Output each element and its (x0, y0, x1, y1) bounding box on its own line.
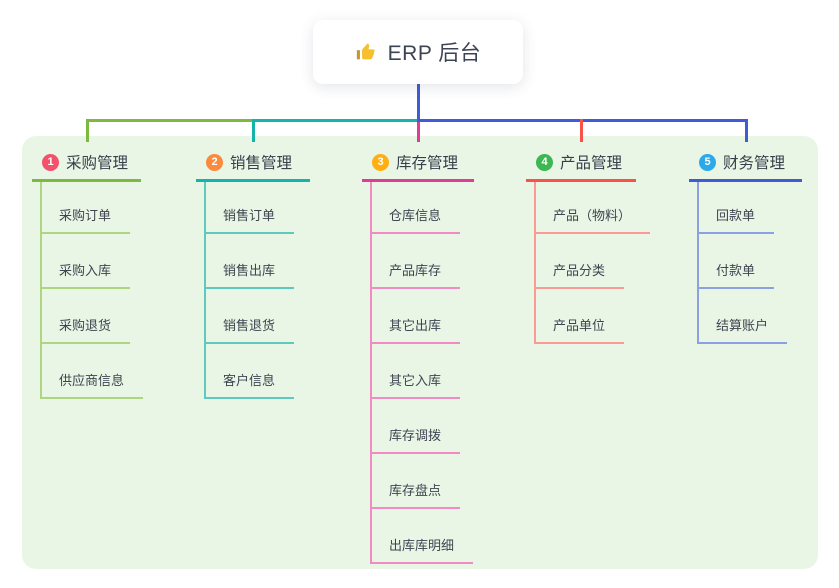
branch-3-child-6[interactable]: 库存盘点 (372, 454, 461, 509)
connector-drop-1 (85, 119, 89, 142)
branch-2-children: 销售订单销售出库销售退货客户信息 (204, 182, 310, 399)
branch-1-title: 采购管理 (66, 155, 129, 172)
branch-3-child-7[interactable]: 出库库明细 (372, 509, 474, 564)
branch-2-column: 2 销售管理销售订单销售出库销售退货客户信息 (196, 146, 310, 399)
branch-3-column: 3 库存管理仓库信息产品库存其它出库其它入库库存调拨库存盘点出库库明细 (362, 146, 474, 564)
branch-2-topic[interactable]: 2 销售管理 (196, 146, 310, 182)
branch-3-child-2[interactable]: 产品库存 (372, 234, 461, 289)
connector-root-vertical (416, 84, 420, 122)
branch-4-topic[interactable]: 4 产品管理 (526, 146, 636, 182)
branch-1-child-1[interactable]: 采购订单 (42, 182, 131, 234)
branch-1-topic[interactable]: 1 采购管理 (32, 146, 141, 182)
branch-3-title: 库存管理 (396, 155, 459, 172)
branch-5-column: 5 财务管理回款单付款单结算账户 (689, 146, 802, 344)
branch-4-child-3[interactable]: 产品单位 (536, 289, 625, 344)
branch-2-child-2[interactable]: 销售出库 (206, 234, 295, 289)
branches-background-panel (22, 136, 818, 569)
branch-5-title: 财务管理 (723, 155, 786, 172)
branch-3-child-4[interactable]: 其它入库 (372, 344, 461, 399)
branch-2-number-badge: 2 (206, 153, 223, 171)
branch-1-child-3[interactable]: 采购退货 (42, 289, 131, 344)
branch-1-children: 采购订单采购入库采购退货供应商信息 (40, 182, 144, 399)
connector-drop-5 (744, 119, 748, 142)
branch-3-number-badge: 3 (372, 153, 389, 171)
root-topic-node[interactable]: ERP 后台 (313, 20, 523, 84)
branch-4-title: 产品管理 (560, 155, 623, 172)
connector-bus-segment-1 (85, 119, 255, 122)
root-topic-label: ERP 后台 (387, 42, 482, 65)
branch-3-child-5[interactable]: 库存调拨 (372, 399, 461, 454)
branch-2-title: 销售管理 (230, 155, 293, 172)
branch-2-child-3[interactable]: 销售退货 (206, 289, 295, 344)
branch-5-child-2[interactable]: 付款单 (699, 234, 775, 289)
branch-2-child-1[interactable]: 销售订单 (206, 182, 295, 234)
branch-1-number-badge: 1 (42, 153, 59, 171)
branch-3-topic[interactable]: 3 库存管理 (362, 146, 474, 182)
branch-5-topic[interactable]: 5 财务管理 (689, 146, 802, 182)
branch-3-child-1[interactable]: 仓库信息 (372, 182, 461, 234)
branch-4-child-2[interactable]: 产品分类 (536, 234, 625, 289)
branch-5-child-1[interactable]: 回款单 (699, 182, 775, 234)
branch-4-number-badge: 4 (536, 153, 553, 171)
connector-drop-3 (416, 122, 420, 142)
branch-1-child-4[interactable]: 供应商信息 (42, 344, 144, 399)
connector-bus-segment-2 (251, 119, 420, 122)
branch-4-children: 产品（物料）产品分类产品单位 (534, 182, 651, 344)
branch-1-column: 1 采购管理采购订单采购入库采购退货供应商信息 (32, 146, 144, 399)
connector-drop-4 (579, 119, 583, 142)
branch-2-child-4[interactable]: 客户信息 (206, 344, 295, 399)
branch-4-column: 4 产品管理产品（物料）产品分类产品单位 (526, 146, 651, 344)
branch-5-children: 回款单付款单结算账户 (697, 182, 802, 344)
branch-5-number-badge: 5 (699, 153, 716, 171)
branch-4-child-1[interactable]: 产品（物料） (536, 182, 651, 234)
branch-5-child-3[interactable]: 结算账户 (699, 289, 788, 344)
branch-3-children: 仓库信息产品库存其它出库其它入库库存调拨库存盘点出库库明细 (370, 182, 474, 564)
branch-3-child-3[interactable]: 其它出库 (372, 289, 461, 344)
connector-drop-2 (251, 119, 255, 142)
branch-1-child-2[interactable]: 采购入库 (42, 234, 131, 289)
thumbs-up-icon (356, 43, 375, 60)
